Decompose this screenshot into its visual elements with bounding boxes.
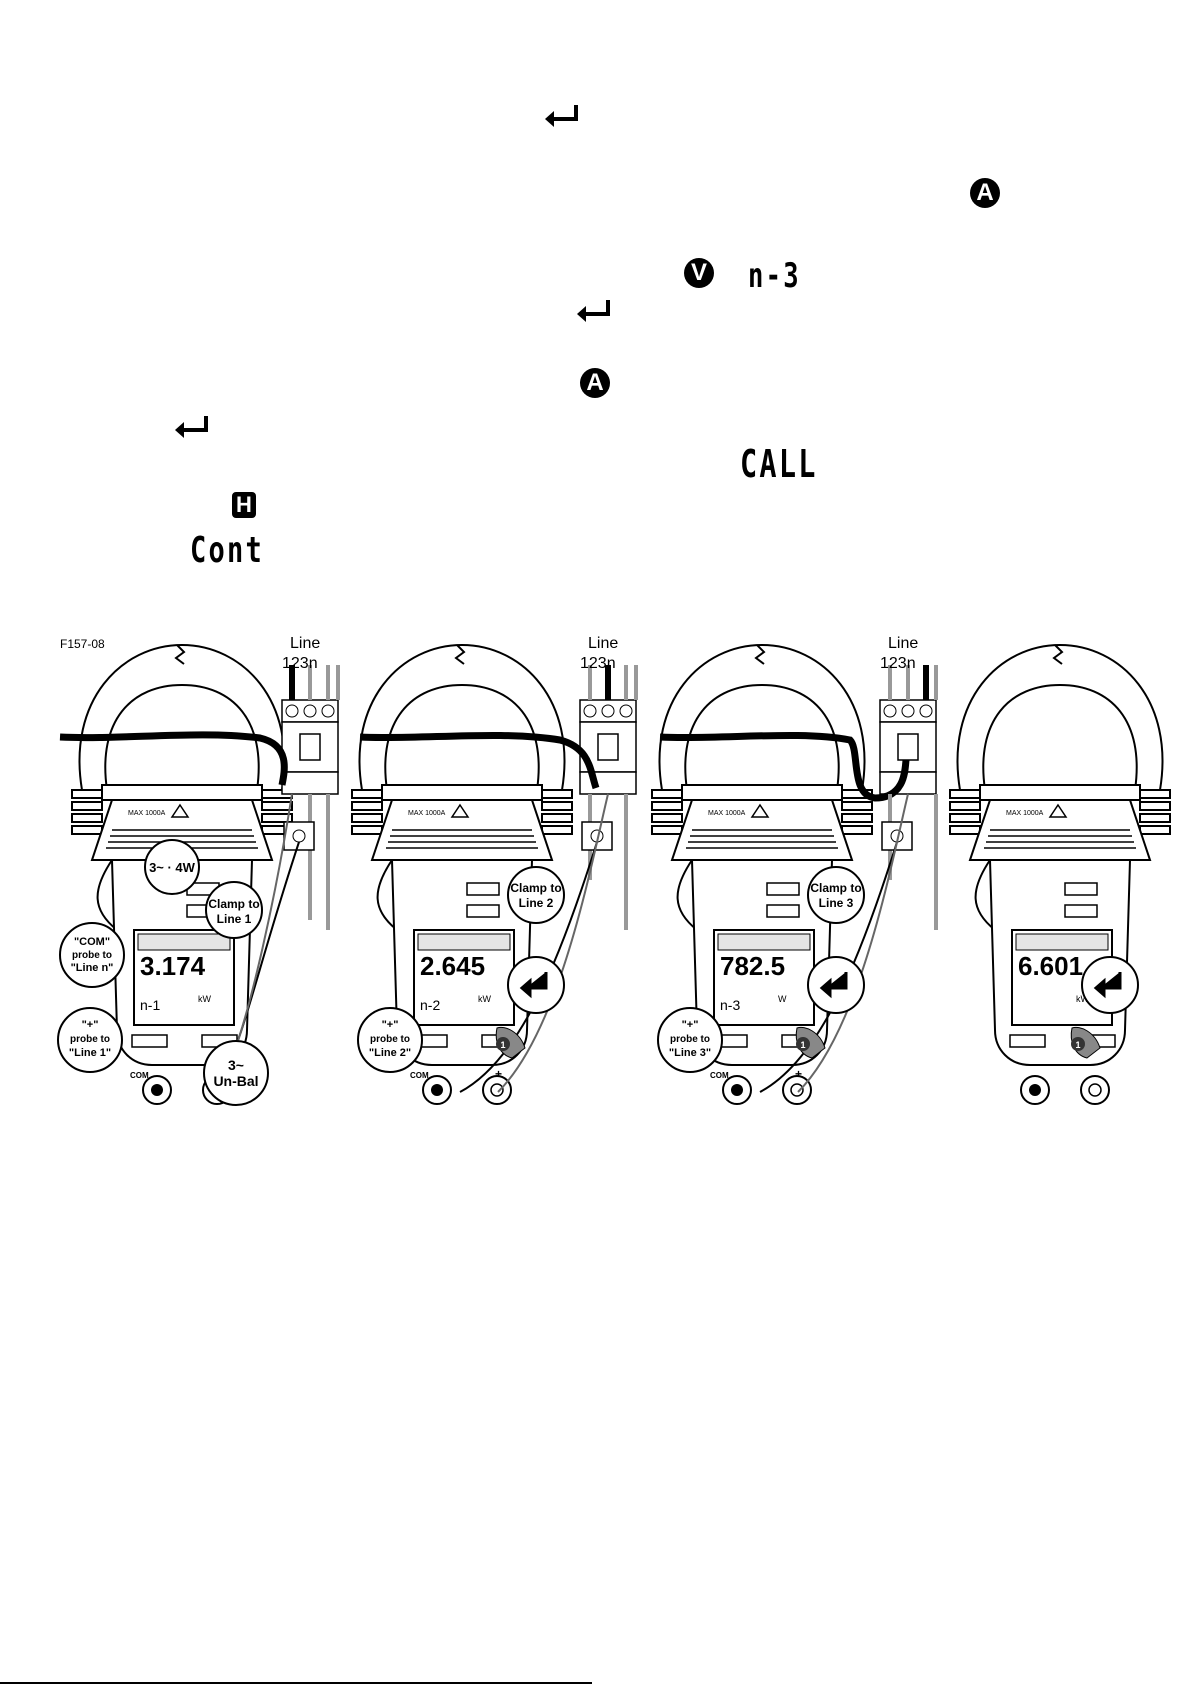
- callout-plus-l2: probe to: [70, 1034, 110, 1045]
- callout-com-l2: probe to: [72, 950, 112, 961]
- callout-com-l3: "Line n": [71, 962, 114, 974]
- press-number: 1: [1075, 1040, 1080, 1050]
- enter-key-icon: [545, 105, 578, 127]
- callout-mode: 3~ · 4W: [149, 860, 196, 875]
- display-sub: n-1: [140, 997, 160, 1013]
- line-numbers: 123n: [880, 655, 916, 672]
- callout-plus-l2: probe to: [670, 1034, 710, 1045]
- meter-panel-3: Line 123n 782.5 n-3 W MAX 1000A COM + Cl…: [651, 635, 938, 1105]
- enter-key-icon: [519, 972, 548, 999]
- callout-plus-l1: "+": [682, 1019, 699, 1031]
- callout-plus-l3: "Line 1": [69, 1047, 111, 1059]
- figure-id: F157-08: [60, 637, 105, 651]
- callout-clamp-l2: Line 2: [519, 896, 554, 910]
- v-button-icon: V: [684, 258, 714, 288]
- callout-clamp-l2: Line 1: [217, 912, 252, 926]
- line-numbers: 123n: [580, 655, 616, 672]
- meter-plus-label: +: [495, 1067, 502, 1081]
- callout-clamp-l1: Clamp to: [510, 881, 561, 895]
- a-button-icon: A: [580, 368, 610, 398]
- meter-max-label: MAX 1000A: [408, 810, 446, 817]
- meter-max-label: MAX 1000A: [128, 810, 166, 817]
- callout-com-l1: "COM": [74, 936, 110, 948]
- callout-plus-l2: probe to: [370, 1034, 410, 1045]
- meter-plus-label: +: [795, 1067, 802, 1081]
- meter-max-label: MAX 1000A: [1006, 810, 1044, 817]
- meter-panel-2: Line 123n 2.645 n-2 kW MAX 1000A COM + C…: [351, 635, 638, 1105]
- callout-plus-l1: "+": [82, 1019, 99, 1031]
- callout-clamp-l1: Clamp to: [208, 897, 259, 911]
- display-main: 2.645: [420, 951, 485, 981]
- enter-key-icon: [819, 972, 848, 999]
- meter-panel-4: 6.601 kW MAX 1000A 1: [949, 644, 1171, 1105]
- meter-com-label: COM: [710, 1071, 729, 1080]
- line-label: Line: [588, 635, 618, 652]
- callout-clamp-l2: Line 3: [819, 896, 854, 910]
- lcd-cont-text: Cont: [190, 530, 265, 571]
- lcd-n3-text: n-3: [748, 256, 801, 296]
- meter-max-label: MAX 1000A: [708, 810, 746, 817]
- display-unit: W: [778, 994, 787, 1004]
- line-label: Line: [290, 635, 320, 652]
- meter-panel-1: Line 123n 3.174 n-1 kW MAX 1000A COM + 3…: [57, 635, 340, 1106]
- meter-com-label: COM: [130, 1071, 149, 1080]
- enter-key-icon: [1093, 972, 1122, 999]
- callout-plus-l1: "+": [382, 1019, 399, 1031]
- a-button-icon: A: [970, 178, 1000, 208]
- callout-plus-l3: "Line 3": [669, 1047, 711, 1059]
- display-main: 782.5: [720, 951, 785, 981]
- callout-unbal-l2: Un-Bal: [213, 1073, 258, 1089]
- press-number: 1: [500, 1040, 505, 1050]
- meter-com-label: COM: [410, 1071, 429, 1080]
- callout-unbal-l1: 3~: [228, 1057, 244, 1073]
- display-unit: kW: [478, 994, 492, 1004]
- display-sub: n-3: [720, 997, 740, 1013]
- footer-rule: [0, 1682, 592, 1684]
- line-numbers: 123n: [282, 655, 318, 672]
- callout-clamp-l1: Clamp to: [810, 881, 861, 895]
- lcd-call-text: CALL: [740, 442, 818, 486]
- callout-plus-l3: "Line 2": [369, 1047, 411, 1059]
- enter-key-icon: [577, 300, 610, 322]
- clamp-meter-figure: F157-08 Line 123n 3.174 n-1 kW MAX 1000A…: [57, 635, 1171, 1106]
- display-main: 6.601: [1018, 951, 1083, 981]
- display-sub: n-2: [420, 997, 440, 1013]
- line-label: Line: [888, 635, 918, 652]
- press-number: 1: [800, 1040, 805, 1050]
- display-main: 3.174: [140, 951, 206, 981]
- hold-button-icon: H: [232, 492, 256, 518]
- display-unit: kW: [1076, 994, 1090, 1004]
- display-unit: kW: [198, 994, 212, 1004]
- enter-key-icon: [175, 416, 208, 438]
